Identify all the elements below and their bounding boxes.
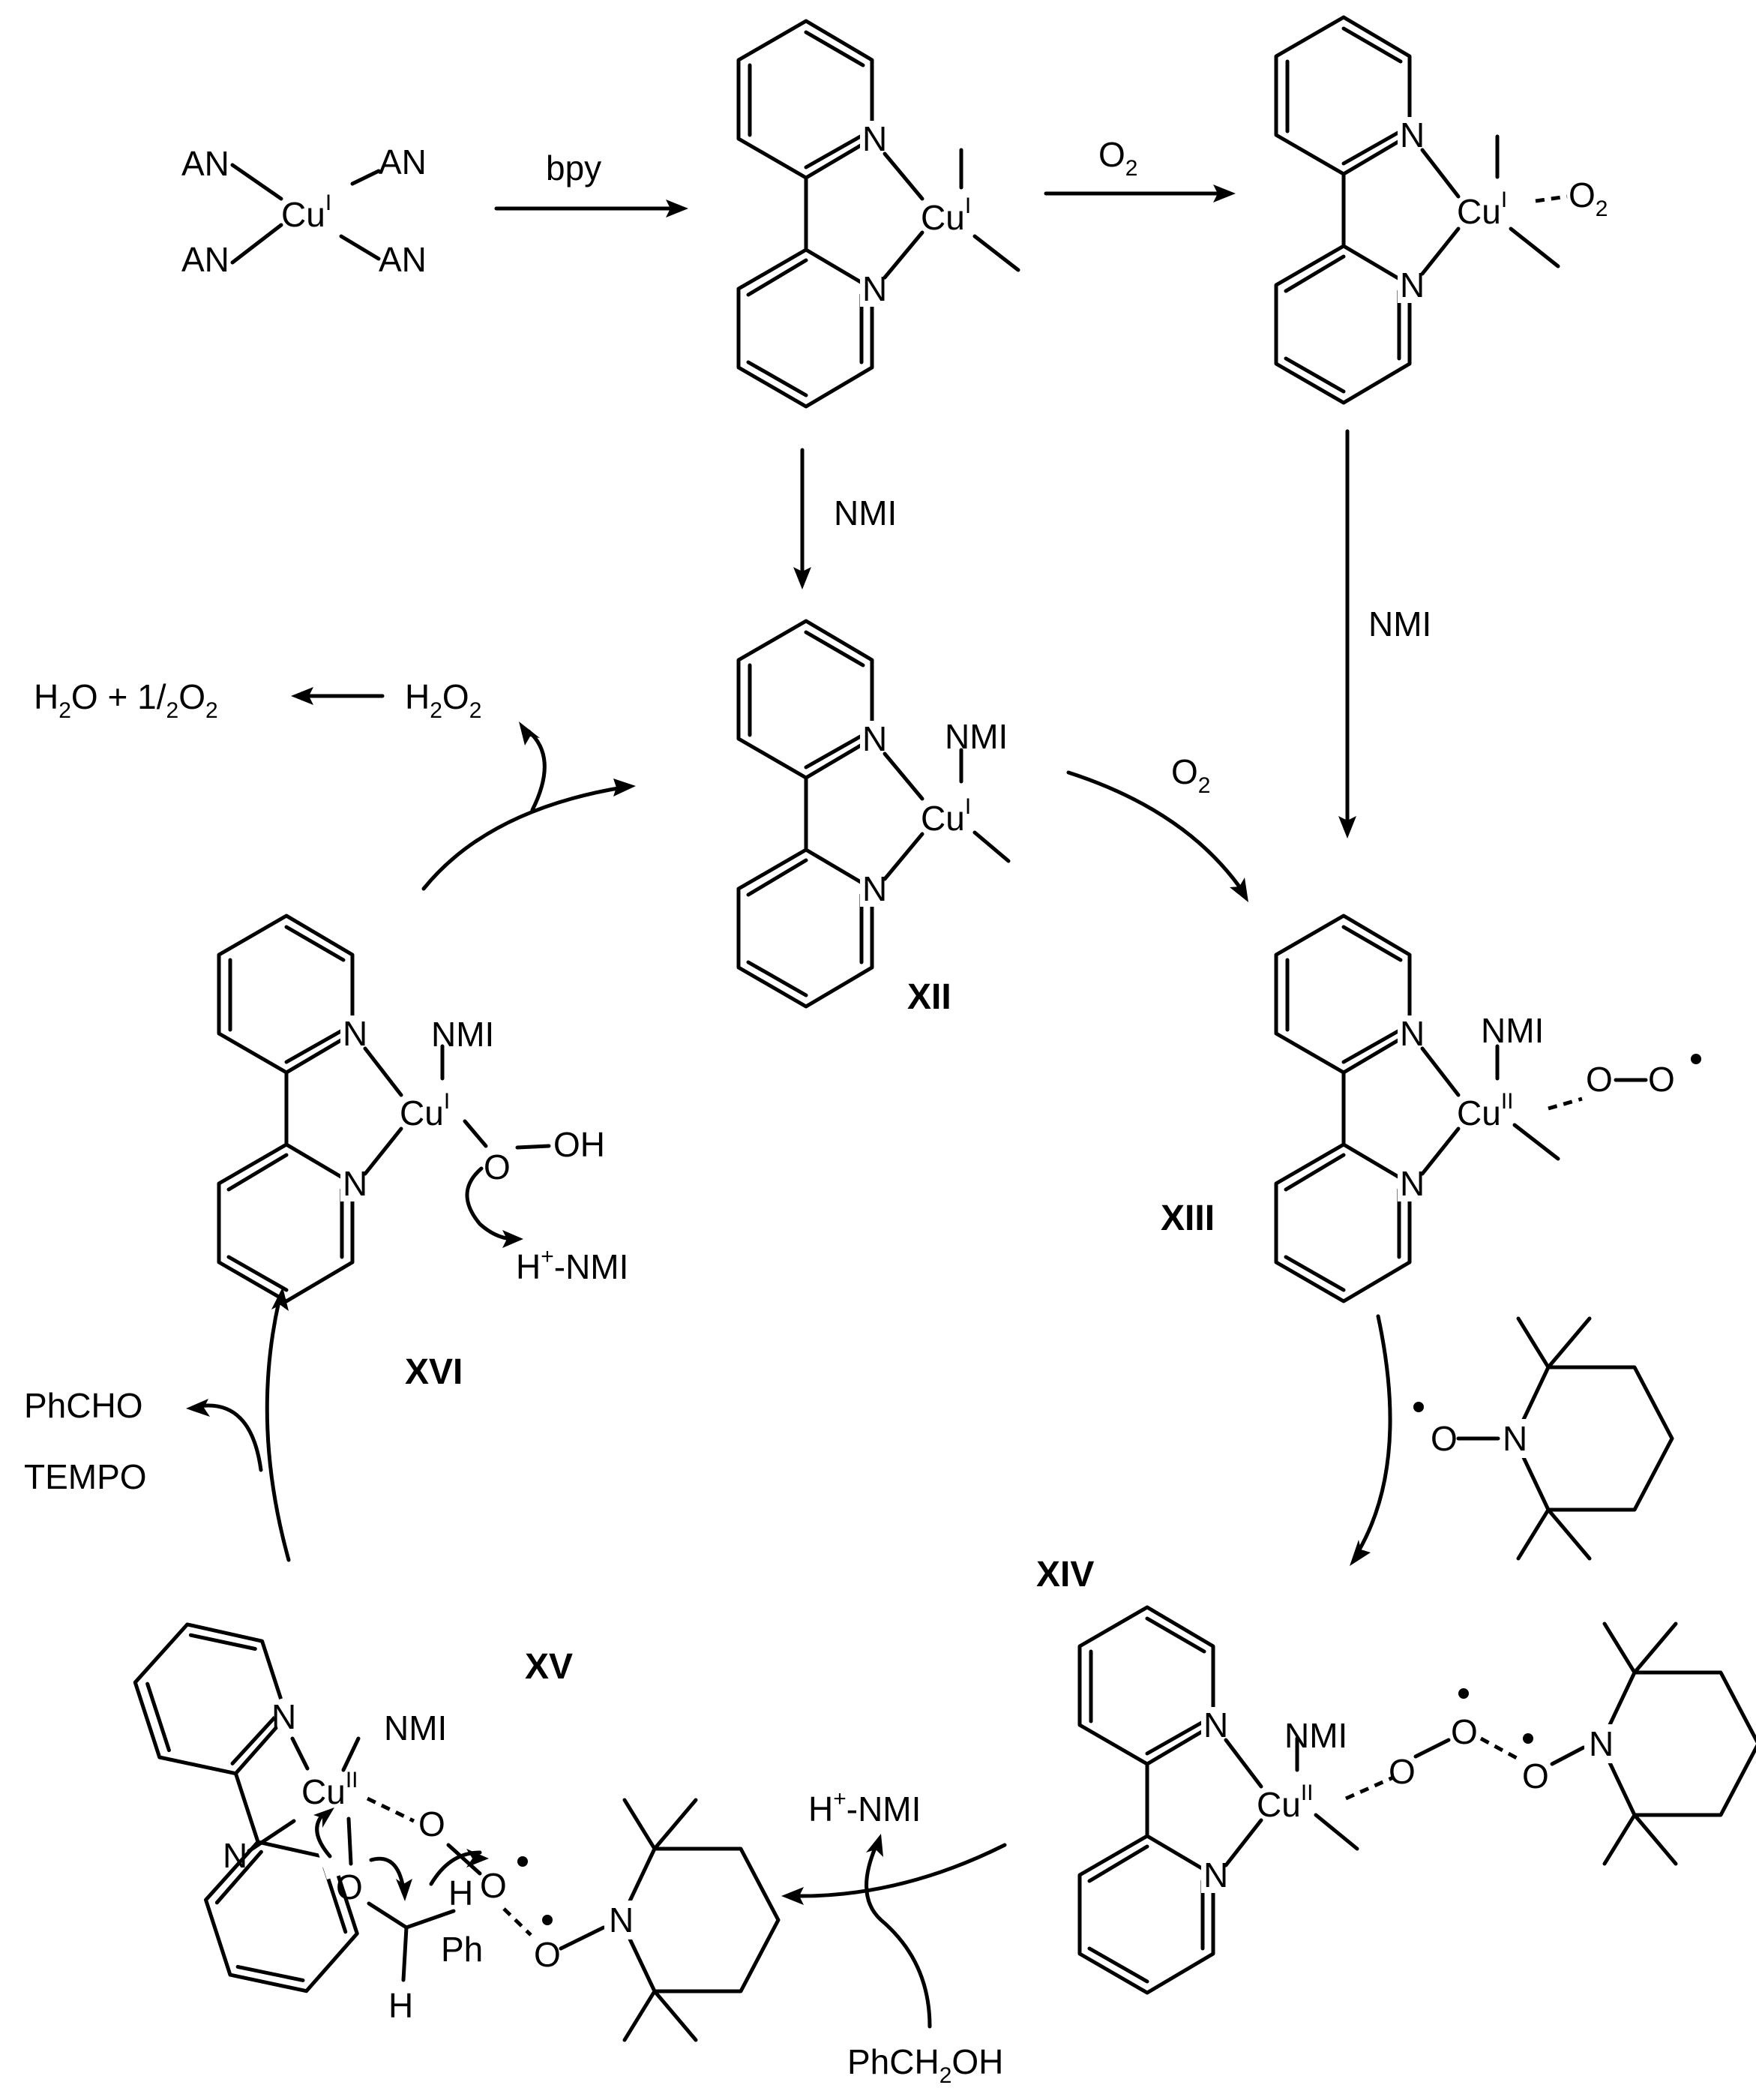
tempo-n: N xyxy=(1589,1724,1614,1763)
an-ligand: AN xyxy=(181,144,229,183)
nmi-ligand: NMI xyxy=(384,1708,447,1748)
protonated-nmi: H+-NMI xyxy=(516,1244,628,1286)
complex-xiii: N N NMI CuII O O XIII xyxy=(1161,916,1701,1301)
hydrogen-atom: H xyxy=(448,1874,473,1912)
tempo-n: N xyxy=(609,1900,634,1940)
pyridine-n: N xyxy=(1203,1706,1228,1744)
tempo-n: N xyxy=(1503,1419,1527,1458)
pyridine-n: N xyxy=(1203,1856,1228,1894)
arrow-o2-top: O2 xyxy=(1044,135,1236,202)
pyridine-n: N xyxy=(343,1014,367,1053)
label-xiii: XIII xyxy=(1161,1198,1215,1238)
radical-dot xyxy=(1413,1402,1424,1412)
label-xiv: XIV xyxy=(1036,1555,1094,1594)
nmi-ligand: NMI xyxy=(1284,1716,1347,1755)
oxygen-atom: O xyxy=(484,1148,511,1186)
cu-bpy-complex: N N CuI xyxy=(739,21,1020,406)
pyridine-n: N xyxy=(862,119,887,158)
copper-atom: CuI xyxy=(921,194,971,237)
h2o2-decomposition: H2O2 H2O + 1/2O2 xyxy=(34,677,481,723)
water-and-oxygen: H2O + 1/2O2 xyxy=(34,677,218,723)
arrow-xv-to-xvi: PhCHO TEMPO xyxy=(24,1287,291,1562)
an-ligand: AN xyxy=(379,240,427,279)
copper-atom: CuII xyxy=(1457,1089,1513,1132)
pyridine-n: N xyxy=(862,719,887,758)
complex-xiv: N N NMI CuII O O O N xyxy=(1080,1607,1756,1993)
product-benzaldehyde: PhCHO xyxy=(24,1386,142,1425)
oxygen-atom: O xyxy=(534,1935,561,1974)
oxygen-atom: O xyxy=(1451,1712,1478,1751)
an-ligand: AN xyxy=(181,240,229,279)
pyridine-n: N xyxy=(223,1836,247,1875)
copper-atom: CuI xyxy=(400,1089,450,1132)
arrow-xiv-to-xv: PhCH2OH H+-NMI xyxy=(781,1786,1007,2088)
copper-atom: CuII xyxy=(1257,1780,1313,1824)
arrow-o2-xii-to-xiii: O2 xyxy=(1066,752,1248,902)
hydrogen-peroxide: H2O2 xyxy=(405,677,481,723)
phenyl-group: Ph xyxy=(441,1930,483,1969)
oxygen-atom: O xyxy=(1586,1060,1613,1099)
reagent-benzyl-alcohol: PhCH2OH xyxy=(847,2042,1003,2088)
complex-xv: N N CuII NMI O O O N O H H Ph xyxy=(123,1600,778,2040)
oxygen-atom: O xyxy=(480,1866,507,1905)
complex-xvi: N N NMI CuI O OH H+-NMI xyxy=(219,916,628,1301)
reagent-nmi: NMI xyxy=(1368,604,1431,644)
tempo-radical: N O xyxy=(1413,1318,1672,1558)
oxygen-atom: O xyxy=(1389,1752,1416,1791)
protonated-nmi: H+-NMI xyxy=(808,1786,921,1828)
radical-dot xyxy=(517,1856,528,1867)
arrow-nmi-middle: NMI xyxy=(793,448,897,590)
complex-xii: N N NMI CuI XII xyxy=(739,621,1011,1017)
arrow-nmi-right: NMI xyxy=(1338,429,1431,838)
radical-dot xyxy=(1691,1054,1701,1064)
pyridine-n: N xyxy=(862,869,887,908)
pyridine-n: N xyxy=(1400,1014,1425,1053)
pyridine-n: N xyxy=(862,269,887,308)
oxygen-atom: O xyxy=(418,1804,445,1844)
radical-dot xyxy=(542,1915,553,1925)
oxygen-atom: O xyxy=(336,1868,363,1906)
cu-bpy-o2-complex: N N CuI O2 xyxy=(1276,17,1608,403)
pyridine-n: N xyxy=(271,1697,296,1736)
copper-atom: CuI xyxy=(281,190,331,234)
copper-atom: CuI xyxy=(921,794,971,838)
copper-atom: CuII xyxy=(301,1768,358,1811)
oxygen-atom: O xyxy=(1648,1060,1675,1099)
arrow-xvi-to-xii xyxy=(421,722,636,891)
reagent-o2: O2 xyxy=(1171,752,1210,798)
nmi-ligand: NMI xyxy=(1481,1011,1544,1050)
label-xii: XII xyxy=(907,977,951,1017)
reagent-bpy: bpy xyxy=(546,148,601,188)
reagent-o2: O2 xyxy=(1098,135,1137,181)
pyridine-n: N xyxy=(1400,266,1425,304)
nmi-ligand: NMI xyxy=(431,1015,494,1054)
pyridine-n: N xyxy=(343,1164,367,1203)
radical-dot xyxy=(1458,1688,1469,1699)
arrow-bpy: bpy xyxy=(494,148,688,218)
arrow-tempo-xiii-to-xiv xyxy=(1350,1314,1392,1566)
oxygen-atom: O xyxy=(1522,1756,1549,1796)
an-ligand: AN xyxy=(379,142,427,182)
pyridine-n: N xyxy=(1400,1164,1425,1203)
reagent-nmi: NMI xyxy=(834,494,897,532)
copper-atom: CuI xyxy=(1457,188,1507,231)
label-xv: XV xyxy=(525,1647,573,1687)
pyridine-n: N xyxy=(1400,116,1425,154)
cu-tetrakis-acetonitrile: AN AN AN AN CuI xyxy=(181,142,427,279)
nmi-ligand: NMI xyxy=(945,717,1008,756)
radical-dot xyxy=(1523,1733,1533,1744)
hydrogen-atom: H xyxy=(388,1986,413,2025)
oxygen-atom: O xyxy=(1431,1419,1458,1458)
dioxygen: O2 xyxy=(1569,176,1608,221)
label-xvi: XVI xyxy=(405,1352,463,1392)
product-tempo: TEMPO xyxy=(24,1457,147,1496)
hydroxyl-group: OH xyxy=(553,1125,605,1164)
